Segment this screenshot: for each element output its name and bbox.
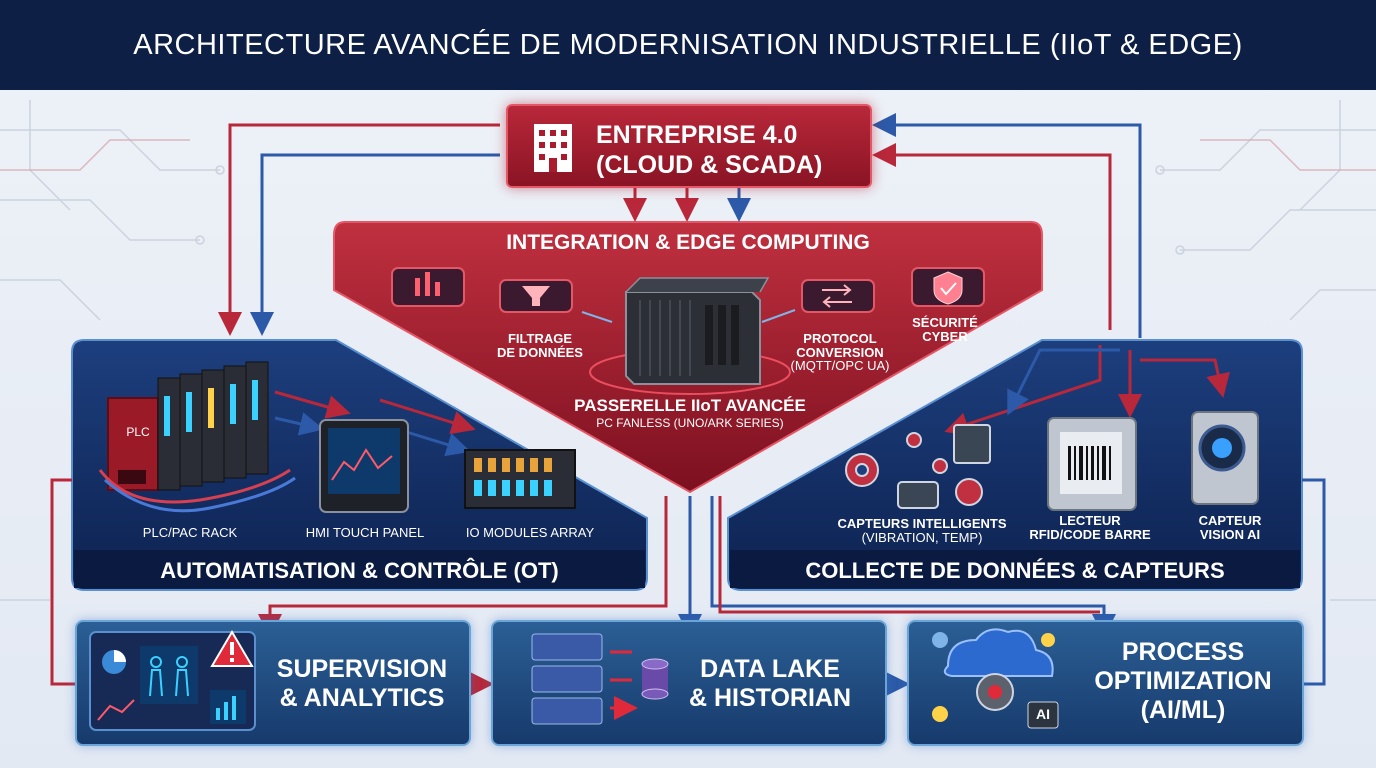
- ai-badge: AI: [1036, 706, 1050, 722]
- io-label: IO MODULES ARRAY: [465, 525, 595, 540]
- flow-arrow: [399, 428, 471, 457]
- protocol-line3: (MQTT/OPC UA): [790, 358, 890, 374]
- vision-line2: VISION AI: [1199, 526, 1261, 542]
- edge-title: INTEGRATION & EDGE COMPUTING: [506, 231, 870, 254]
- flow-arrow: [1007, 348, 1120, 416]
- ot-title: AUTOMATISATION & CONTRÔLE (OT): [160, 558, 559, 583]
- flow-arrow: [581, 311, 613, 323]
- process-line2: OPTIMIZATION: [1094, 666, 1272, 695]
- flow-arrow: [379, 398, 476, 435]
- circuit-decoration: [0, 100, 1376, 601]
- protocol-line2: CONVERSION: [796, 344, 884, 360]
- building-icon: [528, 118, 578, 174]
- hmi-label: HMI TOUCH PANEL: [305, 525, 425, 540]
- rfid-line2: RFID/CODE BARRE: [1029, 526, 1151, 542]
- supervision-line1: SUPERVISION: [276, 655, 448, 683]
- rfid-line1: LECTEUR: [1059, 513, 1121, 528]
- vision-line1: CAPTEUR: [1198, 513, 1262, 528]
- smart-sensors-icon: [845, 424, 991, 509]
- securite-line1: SÉCURITÉ: [912, 315, 978, 330]
- securite-label: SÉCURITÉ CYBER: [890, 316, 1000, 343]
- warning-icon: [210, 630, 254, 667]
- datalake-line2: & HISTORIAN: [688, 683, 852, 712]
- process-label: PROCESS OPTIMIZATION (AI/ML): [1076, 638, 1290, 724]
- capteurs-label: CAPTEURS INTELLIGENTS (VIBRATION, TEMP): [812, 517, 1032, 545]
- capteurs-line2: (VIBRATION, TEMP): [861, 529, 983, 545]
- flow-arrow: [872, 113, 1142, 338]
- flow-arrow: [1302, 478, 1326, 686]
- header-bar: ARCHITECTURE AVANCÉE DE MODERNISATION IN…: [0, 0, 1376, 90]
- flow-arrow: [944, 345, 1102, 436]
- enterprise-line1: ENTREPRISE 4.0: [596, 121, 798, 149]
- collecte-panel: [727, 339, 1303, 591]
- plc-rack-icon: [98, 361, 296, 513]
- hmi-panel-icon: [319, 419, 409, 513]
- dashboard-screen-icon: [89, 631, 256, 731]
- flow-arrow: [761, 309, 796, 323]
- supervision-label: SUPERVISION & ANALYTICS: [262, 655, 462, 713]
- enterprise-line2: (CLOUD & SCADA): [596, 151, 823, 179]
- flow-arrow: [872, 143, 1112, 330]
- io-modules-icon: [464, 449, 576, 509]
- filtrage-label: FILTRAGE DE DONNÉES: [470, 332, 610, 359]
- rfid-label: LECTEUR RFID/CODE BARRE: [1020, 514, 1160, 541]
- server-stack-icon: [531, 633, 632, 724]
- plc-rack-label: PLC/PAC RACK: [142, 525, 238, 540]
- enterprise-box: ENTREPRISE 4.0 (CLOUD & SCADA): [506, 104, 872, 188]
- flow-arrow: [710, 496, 1116, 638]
- plc-badge: PLC: [126, 425, 150, 439]
- collecte-title-band: [730, 550, 1300, 588]
- edge-dashboard-icon: [391, 267, 465, 307]
- capteurs-line1: CAPTEURS INTELLIGENTS: [837, 516, 1007, 531]
- vision-label: CAPTEUR VISION AI: [1180, 514, 1280, 541]
- flow-arrow: [250, 153, 500, 336]
- vision-camera-icon: [1191, 411, 1259, 505]
- page-title: ARCHITECTURE AVANCÉE DE MODERNISATION IN…: [133, 28, 1243, 61]
- flow-arrow: [274, 390, 351, 419]
- securite-line2: CYBER: [922, 328, 968, 344]
- flow-arrow: [50, 478, 75, 686]
- flow-arrow: [1140, 358, 1230, 398]
- filter-icon: [499, 279, 573, 313]
- shield-icon: [911, 267, 985, 307]
- process-line1: PROCESS: [1121, 638, 1245, 666]
- protocol-icon: [801, 279, 875, 313]
- filtrage-line2: DE DONNÉES: [497, 344, 583, 360]
- protocol-line1: PROTOCOL: [803, 331, 877, 346]
- gateway-device-icon: [589, 277, 791, 395]
- enterprise-title: ENTREPRISE 4.0 (CLOUD & SCADA): [596, 120, 866, 180]
- gateway-subtitle: PC FANLESS (UNO/ARK SERIES): [596, 416, 784, 430]
- datalake-line1: DATA LAKE: [700, 655, 840, 683]
- flow-arrow: [218, 123, 500, 336]
- gateway-title: PASSERELLE IIoT AVANCÉE: [574, 396, 806, 415]
- barcode-reader-icon: [1047, 417, 1137, 511]
- database-icon: [641, 658, 669, 700]
- flow-arrow: [718, 496, 1100, 614]
- collecte-title: COLLECTE DE DONNÉES & CAPTEURS: [805, 558, 1225, 583]
- datalake-label: DATA LAKE & HISTORIAN: [670, 655, 870, 713]
- bottom-icons-layer: [89, 628, 1059, 731]
- cloud-ai-icon: [932, 628, 1059, 729]
- filtrage-line1: FILTRAGE: [507, 331, 573, 346]
- flow-arrow: [274, 412, 324, 436]
- flow-arrow: [258, 496, 668, 638]
- protocol-label: PROTOCOL CONVERSION (MQTT/OPC UA): [770, 332, 910, 374]
- process-line3: (AI/ML): [1140, 695, 1226, 724]
- supervision-line2: & ANALYTICS: [279, 683, 445, 712]
- ot-title-band: [74, 550, 645, 588]
